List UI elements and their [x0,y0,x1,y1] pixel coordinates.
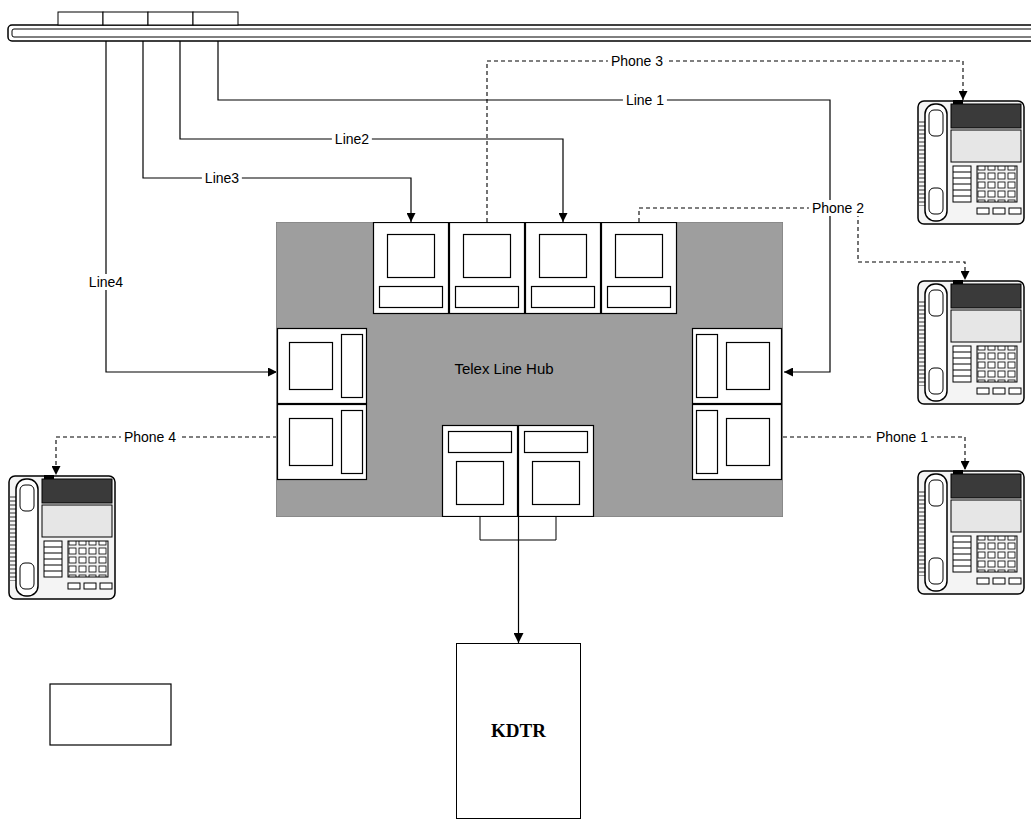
jack-outline [457,462,504,505]
jack-outline [693,329,782,404]
jack-outline [616,235,663,278]
hub-box: Telex Line Hub [276,222,783,517]
trunk-port [58,12,103,25]
line-label: Phone 3 [608,53,666,69]
jack-outline [278,329,367,404]
jack-outline [456,287,519,308]
jack-outline [290,419,333,466]
jack-outline [342,411,363,474]
line-label: Line3 [202,170,242,186]
phone-wire [487,61,963,222]
jack-outline [532,287,595,308]
trunk-port [103,12,148,25]
jack-outline [380,287,443,308]
jack-outline [443,426,518,517]
kdtr-box: KDTR [456,643,581,819]
jack-outline [464,235,511,278]
line-label: Phone 4 [121,429,179,445]
trunk-bar [8,12,1031,41]
hub-ground [276,222,783,517]
trunk-port [193,12,238,25]
jack-module [443,426,518,517]
jack-outline [727,419,770,466]
jack-outline [526,223,601,314]
phone-icon [9,475,115,599]
jack-outline [602,223,677,314]
line-wire [180,41,563,222]
line-label: Phone 2 [809,200,867,216]
jack-outline [693,405,782,480]
line-label: Line 1 [623,92,667,108]
phone-icon [918,280,1024,404]
jack-outline [697,335,718,398]
jack-outline [388,235,435,278]
jack-module [693,329,782,404]
jack-outline [727,343,770,390]
jack-outline [533,462,580,505]
line-wire [106,41,277,372]
jack-outline [374,223,449,314]
jack-outline [342,335,363,398]
line-wire [143,41,411,222]
phone-icon [918,100,1024,224]
jack-outline [519,426,594,517]
jack-outline [608,287,671,308]
jack-module [602,223,677,314]
jack-module [278,329,367,404]
node-label: Telex Line Hub [454,360,553,377]
jack-module [693,405,782,480]
line-label: Phone 1 [873,429,931,445]
line-label: Line2 [332,131,372,147]
jack-outline [449,432,512,453]
jack-outline [525,432,588,453]
node-label: KDTR [491,720,546,742]
trunk-bar-inner [12,29,1031,37]
jack-outline [290,343,333,390]
phone-icon [918,470,1024,594]
empty-box [50,684,171,745]
jack-module [450,223,525,314]
jack-outline [450,223,525,314]
jack-module [526,223,601,314]
jack-module [374,223,449,314]
jack-module [519,426,594,517]
trunk-port [148,12,193,25]
connector-arrow [518,517,519,643]
jack-outline [278,405,367,480]
jack-outline [540,235,587,278]
jack-module [278,405,367,480]
jack-outline [697,411,718,474]
line-label: Line4 [86,274,126,290]
